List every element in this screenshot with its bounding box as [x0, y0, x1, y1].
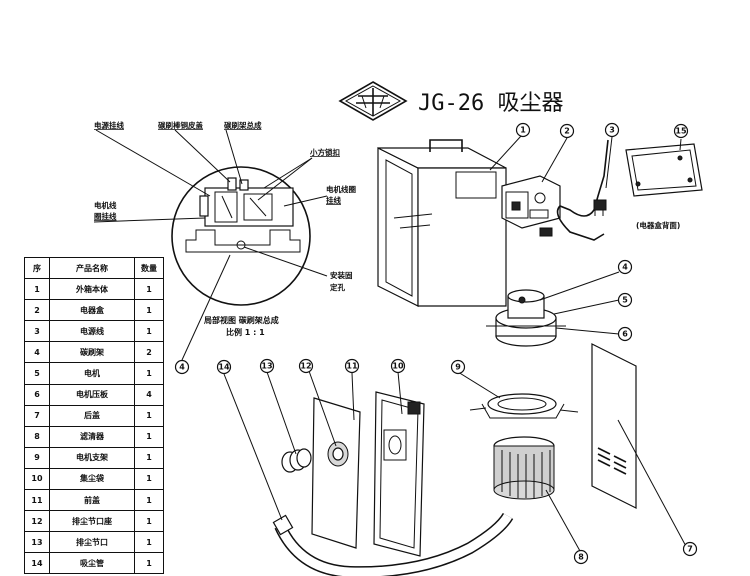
svg-text:4: 4 — [179, 363, 185, 372]
label-power-wire: 电源挂线 — [94, 120, 124, 130]
callout-13: 13 — [259, 358, 275, 374]
callout-6: 6 — [617, 326, 633, 342]
svg-text:11: 11 — [346, 362, 358, 371]
row-qty: 1 — [134, 404, 164, 427]
detail-leaders — [93, 129, 328, 361]
callout-4: 4 — [617, 259, 633, 275]
svg-text:8: 8 — [578, 553, 584, 562]
callout-3: 3 — [604, 122, 620, 138]
part-exhaust-nozzle — [281, 448, 312, 473]
callout-4-detail: 4 — [174, 359, 190, 375]
svg-text:3: 3 — [609, 126, 615, 135]
svg-text:13: 13 — [261, 362, 272, 371]
part-filter — [493, 436, 555, 500]
callout-9: 9 — [450, 359, 466, 375]
part-electrical-box — [501, 175, 561, 229]
part-motor-assembly — [486, 289, 566, 347]
box-back-caption: (电器盒背面) — [636, 220, 680, 230]
svg-text:9: 9 — [455, 363, 461, 372]
part-dust-bag — [373, 391, 425, 557]
part-front-cover — [311, 397, 361, 549]
svg-text:10: 10 — [392, 362, 404, 371]
part-suction-hose — [272, 512, 514, 576]
label-motor-coil-1: 电机线圈 — [326, 184, 356, 194]
svg-text:15: 15 — [675, 127, 687, 136]
label-brush-holder: 碳刷架总成 — [224, 120, 262, 130]
view-caption-1: 局部视图 碳刷架总成 — [203, 315, 279, 325]
part-motor-bracket — [469, 393, 579, 419]
label-square-clip: 小方锁扣 — [310, 147, 340, 157]
part-box-back — [625, 143, 703, 197]
svg-text:4: 4 — [622, 263, 628, 272]
callout-15: 15 — [673, 123, 689, 139]
diagram-title: JG-26 吸尘器 — [418, 91, 563, 116]
svg-text:14: 14 — [218, 363, 230, 372]
brand-logo — [338, 81, 408, 121]
callout-2: 2 — [559, 123, 575, 139]
callout-14: 14 — [216, 359, 232, 375]
callout-8: 8 — [573, 549, 589, 565]
callout-12: 12 — [298, 358, 314, 374]
svg-text:1: 1 — [520, 126, 526, 135]
label-motor-coil-2: 挂线 — [326, 195, 341, 205]
row-qty: 1 — [134, 510, 164, 533]
callout-10: 10 — [390, 358, 406, 374]
callout-5: 5 — [617, 292, 633, 308]
callout-7: 7 — [682, 541, 698, 557]
part-power-cord — [539, 139, 609, 241]
callout-1: 1 — [515, 122, 531, 138]
label-mount-hole-2: 定孔 — [330, 282, 345, 292]
callout-leaders — [223, 135, 689, 552]
part-rear-cover — [591, 343, 637, 509]
callout-11: 11 — [344, 358, 360, 374]
label-mount-hole-1: 安装固 — [330, 270, 353, 280]
svg-text:5: 5 — [622, 296, 628, 305]
svg-text:2: 2 — [564, 127, 570, 136]
label-motor-wire-2: 圈挂线 — [94, 211, 117, 221]
svg-text:7: 7 — [687, 545, 693, 554]
view-caption-2: 比例 1 : 1 — [226, 327, 265, 337]
row-qty: 2 — [134, 341, 164, 364]
part-outer-case — [377, 139, 507, 307]
svg-text:12: 12 — [300, 362, 311, 371]
label-brush-cap: 碳刷棒铜皮盖 — [158, 120, 203, 130]
detail-view — [171, 166, 311, 306]
svg-text:6: 6 — [622, 330, 628, 339]
row-qty: 1 — [134, 552, 164, 575]
label-motor-wire-1: 电机线 — [94, 200, 117, 210]
